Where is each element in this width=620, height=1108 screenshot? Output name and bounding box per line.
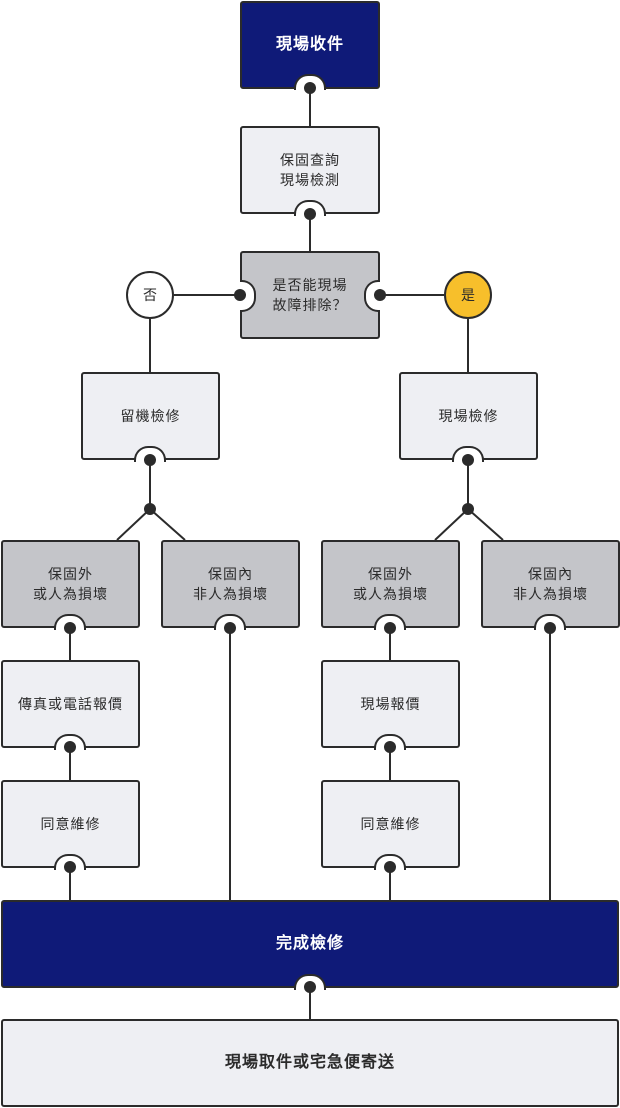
node-onsite-repair: 現場檢修 xyxy=(399,372,538,460)
connector-dot xyxy=(544,622,556,634)
line-fork-right-a xyxy=(434,508,469,541)
connector-dot xyxy=(462,454,474,466)
node-right-out-warranty: 保固外 或人為損壞 xyxy=(321,540,460,628)
fork-dot xyxy=(144,503,156,515)
decision-yes-circle: 是 xyxy=(444,271,492,319)
connector-dot xyxy=(234,289,246,301)
connector-dot xyxy=(384,741,396,753)
connector-dot xyxy=(304,82,316,94)
connector-dot xyxy=(384,622,396,634)
fork-dot xyxy=(462,503,474,515)
node-complete: 完成檢修 xyxy=(1,900,619,988)
node-right-agree: 同意維修 xyxy=(321,780,460,868)
connector-dot xyxy=(374,289,386,301)
node-left-in-warranty: 保固內 非人為損壞 xyxy=(161,540,300,628)
connector-dot xyxy=(224,622,236,634)
node-onsite-quote: 現場報價 xyxy=(321,660,460,748)
decision-no-circle: 否 xyxy=(126,271,174,319)
node-return: 現場取件或宅急便寄送 xyxy=(1,1019,619,1107)
line-fork-left-a xyxy=(116,508,151,541)
connector-dot xyxy=(64,861,76,873)
connector-dot xyxy=(304,208,316,220)
node-right-in-warranty: 保固內 非人為損壞 xyxy=(481,540,620,628)
node-decision: 是否能現場 故障排除？ xyxy=(240,251,380,339)
node-fax-quote: 傳真或電話報價 xyxy=(1,660,140,748)
node-left-agree: 同意維修 xyxy=(1,780,140,868)
connector-dot xyxy=(144,454,156,466)
line-fork-left-b xyxy=(149,508,186,541)
connector-dot xyxy=(384,861,396,873)
connector-dot xyxy=(64,741,76,753)
connector-dot xyxy=(64,622,76,634)
node-shop-repair: 留機檢修 xyxy=(81,372,220,460)
node-warranty-check: 保固查詢 現場檢測 xyxy=(240,126,380,214)
line-fork-right-b xyxy=(467,508,504,541)
connector-dot xyxy=(304,981,316,993)
connector-tab xyxy=(364,280,380,312)
